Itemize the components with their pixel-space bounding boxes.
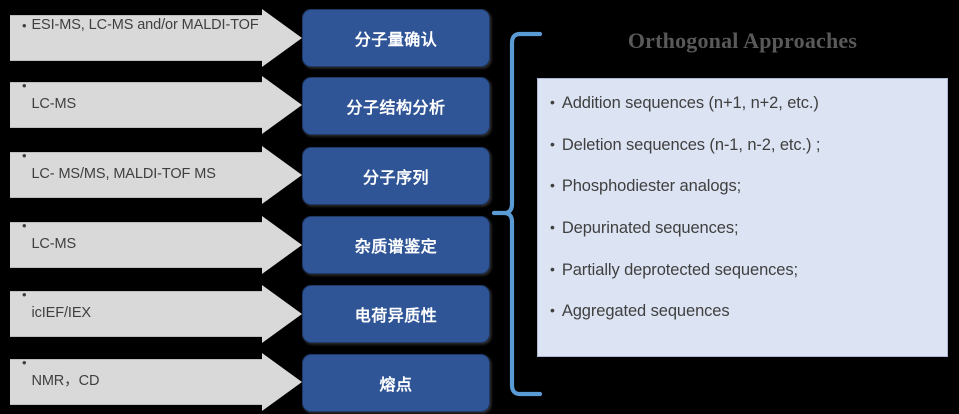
bullet-icon: • bbox=[550, 302, 555, 319]
arrow-shape-icon bbox=[10, 76, 302, 134]
arrow-shape-icon bbox=[10, 146, 302, 204]
attribute-box-3[interactable]: 分子序列 bbox=[302, 147, 490, 205]
orthogonal-approaches-panel: • Addition sequences (n+1, n+2, etc.) • … bbox=[537, 78, 948, 357]
panel-list-item: • Partially deprotected sequences; bbox=[550, 260, 935, 281]
method-arrow-2: • LC-MS bbox=[10, 76, 302, 134]
arrow-shape-icon bbox=[10, 216, 302, 274]
panel-item-label-6: Aggregated sequences bbox=[561, 302, 730, 321]
method-arrow-5: • icIEF/IEX bbox=[10, 285, 302, 343]
method-label-2: LC-MS bbox=[31, 96, 77, 113]
method-label-5: icIEF/IEX bbox=[31, 305, 91, 322]
panel-item-label-4: Depurinated sequences; bbox=[561, 218, 739, 237]
panel-title: Orthogonal Approaches bbox=[627, 28, 858, 53]
bullet-icon: • bbox=[550, 94, 555, 110]
attribute-box-1[interactable]: 分子量确认 bbox=[302, 9, 490, 67]
panel-list-item: • Deletion sequences (n-1, n-2, etc.) ; bbox=[550, 135, 935, 156]
arrow-shape-icon bbox=[10, 285, 302, 343]
method-label-4: LC-MS bbox=[31, 236, 77, 253]
method-arrow-3: • LC- MS/MS, MALDI-TOF MS bbox=[10, 146, 302, 204]
bullet-icon: • bbox=[550, 260, 555, 277]
bullet-icon: • bbox=[22, 287, 27, 302]
arrow-shape-icon bbox=[10, 9, 302, 67]
panel-list-item: • Addition sequences (n+1, n+2, etc.) bbox=[550, 93, 935, 114]
bullet-icon: • bbox=[550, 177, 555, 194]
attribute-box-5[interactable]: 电荷异质性 bbox=[302, 285, 490, 343]
bullet-icon: • bbox=[550, 135, 555, 152]
bullet-icon: • bbox=[22, 78, 27, 93]
bullet-icon: • bbox=[22, 148, 27, 163]
bullet-icon: • bbox=[22, 18, 27, 33]
panel-list-item: • Phosphodiester analogs; bbox=[550, 176, 935, 197]
panel-list-item: • Depurinated sequences; bbox=[550, 218, 935, 239]
bullet-icon: • bbox=[22, 355, 27, 370]
method-arrow-1: • ESI-MS, LC-MS and/or MALDI-TOF bbox=[10, 9, 302, 67]
method-label-6: NMR，CD bbox=[31, 373, 100, 390]
panel-item-label-3: Phosphodiester analogs; bbox=[561, 177, 742, 196]
method-arrow-6: • NMR，CD bbox=[10, 353, 302, 411]
panel-item-label-5: Partially deprotected sequences; bbox=[561, 260, 799, 279]
arrow-shape-icon bbox=[10, 353, 302, 411]
attribute-box-6[interactable]: 熔点 bbox=[302, 354, 490, 412]
panel-item-label-1: Addition sequences (n+1, n+2, etc.) bbox=[561, 94, 819, 112]
method-arrow-text-5: • icIEF/IEX bbox=[22, 285, 262, 343]
method-label-3: LC- MS/MS, MALDI-TOF MS bbox=[31, 166, 216, 183]
method-arrow-text-1: • ESI-MS, LC-MS and/or MALDI-TOF bbox=[22, 9, 262, 67]
method-arrow-text-2: • LC-MS bbox=[22, 76, 262, 134]
method-arrow-text-4: • LC-MS bbox=[22, 216, 262, 274]
curly-brace-connector-icon bbox=[491, 31, 543, 397]
attribute-box-2[interactable]: 分子结构分析 bbox=[302, 77, 490, 135]
method-arrow-4: • LC-MS bbox=[10, 216, 302, 274]
method-arrow-text-6: • NMR，CD bbox=[22, 353, 262, 411]
method-label-1: ESI-MS, LC-MS and/or MALDI-TOF bbox=[31, 17, 259, 33]
bullet-icon: • bbox=[550, 218, 555, 235]
panel-item-label-2: Deletion sequences (n-1, n-2, etc.) ; bbox=[561, 135, 821, 154]
panel-list-item: • Aggregated sequences bbox=[550, 301, 935, 322]
bullet-icon: • bbox=[22, 218, 27, 233]
attribute-box-4[interactable]: 杂质谱鉴定 bbox=[302, 216, 490, 274]
method-arrow-text-3: • LC- MS/MS, MALDI-TOF MS bbox=[22, 146, 262, 204]
